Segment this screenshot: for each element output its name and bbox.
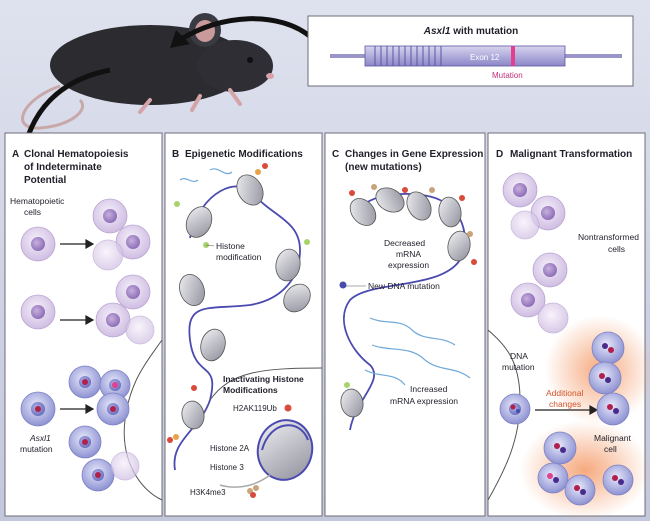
inset-curve-b bbox=[209, 367, 323, 401]
malignant-cells-d bbox=[537, 331, 634, 506]
exon-label: Exon 12 bbox=[470, 53, 500, 62]
gene-name: Asxl1 bbox=[423, 26, 451, 37]
hematopoietic-label-1: Hematopoietic bbox=[10, 196, 65, 206]
gene-exons bbox=[364, 45, 566, 67]
asxl1-mutation-label-1: Asxl1 bbox=[29, 433, 51, 443]
dna-mutation-label-1: DNA bbox=[510, 351, 528, 361]
hematopoietic-label-2: cells bbox=[24, 207, 41, 217]
large-nucleosome-b bbox=[219, 404, 314, 498]
mrna-c bbox=[364, 317, 471, 386]
histone-3-label: Histone 3 bbox=[210, 463, 244, 472]
mutant-cells-a bbox=[20, 365, 140, 492]
panel-c-content: Decreased mRNA expression New DNA mutati… bbox=[339, 184, 477, 431]
decreased-label-1: Decreased bbox=[384, 238, 425, 248]
decreased-label-2: mRNA bbox=[396, 249, 421, 259]
panel-b-letter: B bbox=[172, 149, 179, 160]
histone-modification-label-2: modification bbox=[216, 252, 262, 262]
panel-a-letter: A bbox=[12, 149, 19, 160]
histone-marks-b bbox=[167, 163, 310, 443]
malignant-label-1: Malignant bbox=[594, 433, 631, 443]
mouse-illustration bbox=[21, 13, 274, 130]
mutation-mark bbox=[511, 46, 515, 66]
panel-a-title-line-3: Potential bbox=[24, 175, 66, 186]
asxl1-mutation-label-2: mutation bbox=[20, 444, 53, 454]
panel-b-title: B Epigenetic Modifications bbox=[172, 149, 303, 160]
panel-c-letter: C bbox=[332, 149, 339, 160]
histone-marks-c bbox=[339, 184, 477, 388]
nontransformed-label-1: Nontransformed bbox=[578, 232, 639, 242]
increased-label-1: Increased bbox=[410, 384, 448, 394]
mutation-label: Mutation bbox=[492, 71, 523, 80]
panel-d-title: D Malignant Transformation bbox=[496, 149, 632, 160]
panel-d-letter: D bbox=[496, 149, 503, 160]
histone-2a-label: Histone 2A bbox=[210, 444, 250, 453]
nucleosomes-b bbox=[179, 174, 311, 430]
svg-text:Asxl1 with mutation: Asxl1 with mutation bbox=[423, 26, 518, 37]
panel-b-content: Histone modification Inactivating Histon… bbox=[167, 163, 323, 498]
nucleosomes-c bbox=[340, 187, 471, 418]
panel-d-content: Nontransformed cells DNA mutation Additi… bbox=[487, 172, 650, 520]
panel-d-title-line-1: Malignant Transformation bbox=[510, 149, 632, 160]
arrow-d bbox=[535, 404, 599, 416]
panel-c-title-line-2: (new mutations) bbox=[345, 162, 422, 173]
panel-a-title-line-1: Clonal Hematopoiesis bbox=[24, 149, 129, 160]
nontransformed-cells-d bbox=[502, 172, 569, 334]
panel-c-title-line-1: Changes in Gene Expression bbox=[345, 149, 483, 160]
panel-a-title-line-2: of Indeterminate bbox=[24, 162, 102, 173]
decreased-label-3: expression bbox=[388, 260, 429, 270]
panel-a-content: Hematopoietic cells Asxl1 bbox=[10, 196, 163, 501]
inactivating-label-2: Modifications bbox=[223, 385, 278, 395]
arrows-a bbox=[60, 238, 95, 415]
inactivating-label-1: Inactivating Histone bbox=[223, 374, 304, 384]
h2ak119ub-label: H2AK119Ub bbox=[233, 404, 277, 413]
nontransformed-label-2: cells bbox=[608, 244, 625, 254]
gene-title-rest: with mutation bbox=[450, 26, 518, 37]
malignant-label-2: cell bbox=[604, 444, 617, 454]
lilac-cells-a bbox=[20, 198, 155, 345]
additional-changes-label-1: Additional bbox=[546, 388, 583, 398]
h3k4me3-label: H3K4me3 bbox=[190, 488, 226, 497]
gene-box: Asxl1 with mutation Exon 12 Mutation bbox=[307, 15, 634, 87]
increased-label-2: mRNA expression bbox=[390, 396, 458, 406]
exon-stripes bbox=[374, 46, 442, 66]
panel-c-title: C Changes in Gene Expression (new mutati… bbox=[332, 149, 483, 173]
panel-a-title: A Clonal Hematopoiesis of Indeterminate … bbox=[12, 149, 129, 186]
dna-mutation-label-2: mutation bbox=[502, 362, 535, 372]
new-dna-mutation-label: New DNA mutation bbox=[368, 281, 440, 291]
histone-modification-label-1: Histone bbox=[216, 241, 245, 251]
panel-b-title-line-1: Epigenetic Modifications bbox=[185, 149, 303, 160]
additional-changes-label-2: changes bbox=[549, 399, 581, 409]
chromatin-strand-c bbox=[343, 193, 466, 431]
mrna-b bbox=[179, 168, 233, 183]
